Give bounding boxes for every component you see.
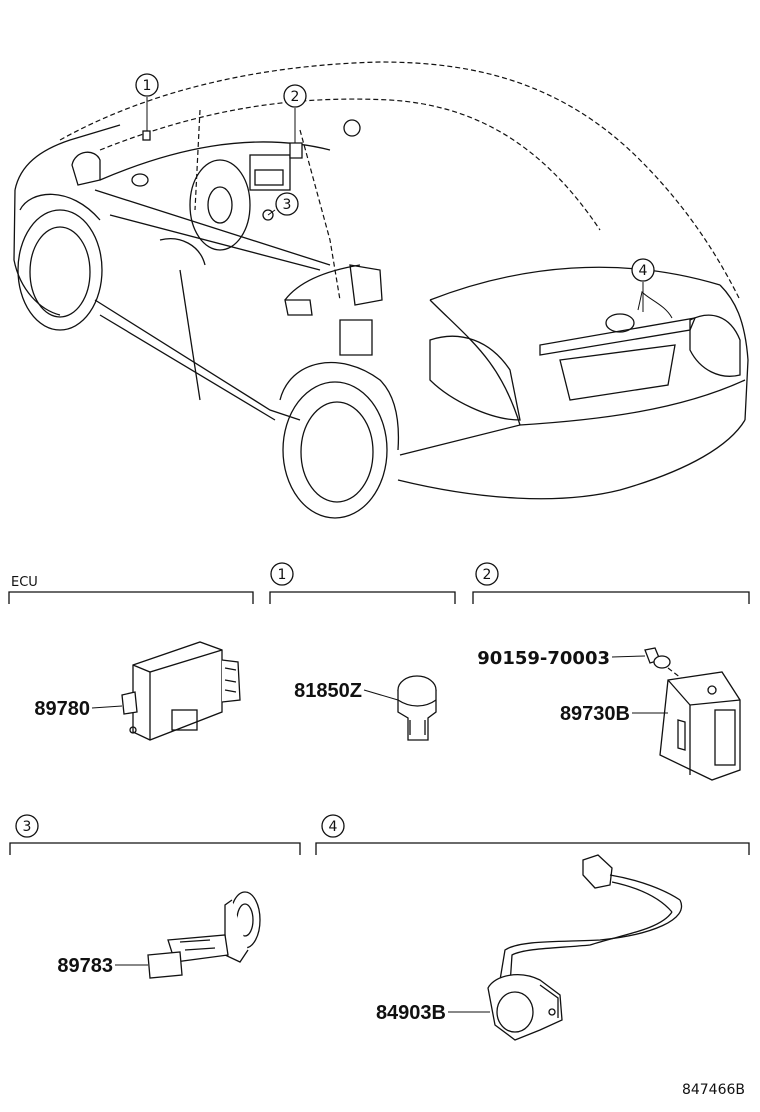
- callout-1: 1: [135, 73, 159, 131]
- ecu-unit-label: 89780: [34, 698, 123, 720]
- svg-text:2: 2: [483, 567, 492, 583]
- svg-text:90159-70003: 90159-70003: [477, 648, 610, 669]
- bolt-90159-label: 90159-70003: [477, 648, 646, 669]
- sensor-81850z-label: 81850Z: [294, 680, 399, 702]
- module-89730b-drawing: [659, 671, 741, 781]
- bolt-90159-drawing: [644, 647, 691, 686]
- svg-text:84903B: 84903B: [376, 1002, 446, 1024]
- section-3-header: 3: [9, 814, 301, 855]
- section-ecu-header: ECU: [8, 575, 254, 604]
- car-illustration: [13, 61, 749, 519]
- sensor-81850z-drawing: [397, 675, 437, 741]
- svg-text:89780: 89780: [34, 698, 90, 720]
- svg-text:3: 3: [23, 819, 32, 835]
- svg-text:89730B: 89730B: [560, 703, 630, 725]
- callout-2: 2: [283, 84, 307, 143]
- svg-text:4: 4: [639, 263, 648, 279]
- camera-84903b-label: 84903B: [376, 1002, 490, 1024]
- svg-text:3: 3: [283, 197, 292, 213]
- svg-text:81850Z: 81850Z: [294, 680, 362, 702]
- callout-3: 3: [267, 192, 299, 216]
- sensor-89783-drawing: [147, 891, 261, 979]
- camera-84903b-drawing: [487, 854, 683, 1041]
- svg-text:ECU: ECU: [11, 575, 38, 590]
- svg-text:4: 4: [329, 819, 338, 835]
- svg-text:1: 1: [143, 78, 152, 94]
- module-89730b-label: 89730B: [560, 703, 668, 725]
- sensor-89783-label: 89783: [57, 955, 148, 977]
- svg-text:89783: 89783: [57, 955, 113, 977]
- section-2-header: 2: [472, 562, 750, 604]
- svg-text:2: 2: [291, 89, 300, 105]
- section-1-header: 1: [269, 562, 456, 604]
- callout-4: 4: [631, 258, 655, 312]
- diagram-id: 847466B: [682, 1082, 745, 1098]
- ecu-unit-drawing: [121, 641, 241, 741]
- svg-text:1: 1: [278, 567, 287, 583]
- section-4-header: 4: [315, 814, 750, 855]
